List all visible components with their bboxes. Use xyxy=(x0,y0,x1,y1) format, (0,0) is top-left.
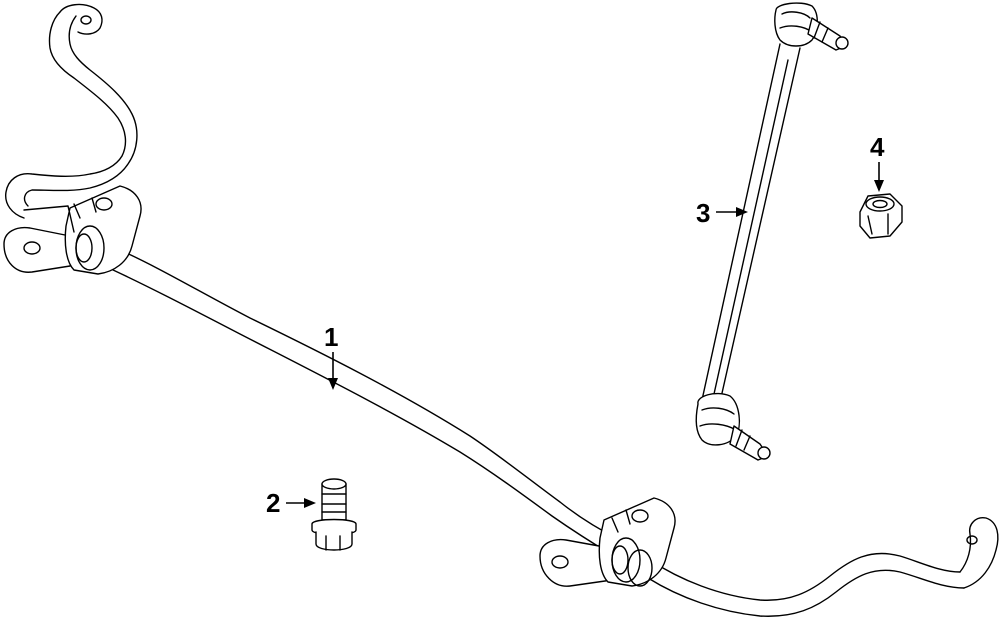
callout-2: 2 xyxy=(266,488,316,518)
svg-text:4: 4 xyxy=(870,132,885,162)
right-bushing-bracket xyxy=(539,497,676,587)
bolt[interactable] xyxy=(311,478,357,551)
svg-text:3: 3 xyxy=(696,198,710,228)
left-bushing-bracket xyxy=(3,185,142,275)
svg-text:2: 2 xyxy=(266,488,280,518)
callout-1: 1 xyxy=(324,322,338,390)
stabilizer-bar[interactable] xyxy=(3,3,999,617)
callout-3: 3 xyxy=(696,198,748,228)
callout-4: 4 xyxy=(870,132,885,192)
stabilizer-link[interactable] xyxy=(695,2,849,461)
svg-text:1: 1 xyxy=(324,322,338,352)
nut[interactable] xyxy=(859,193,903,239)
